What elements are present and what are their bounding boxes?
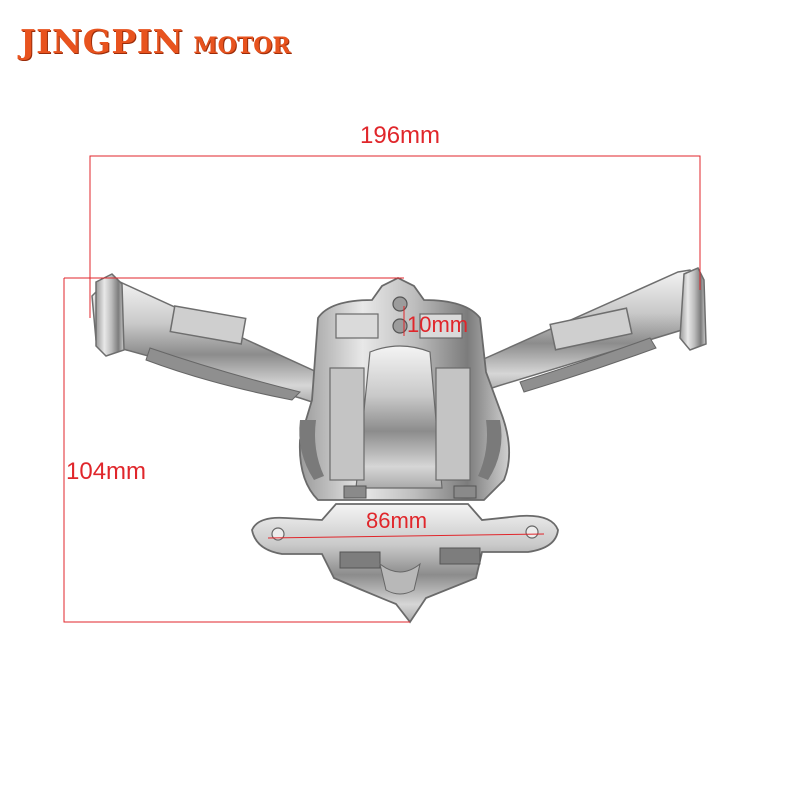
- right-arm: [461, 267, 707, 393]
- hole-dimension-label: 10mm: [407, 312, 469, 337]
- width-dimension-label: 196mm: [360, 122, 441, 149]
- lower-plate: [251, 503, 559, 624]
- brand-name: JINGPIN: [20, 22, 184, 61]
- left-arm: [91, 273, 337, 405]
- height-dimension-label: 104mm: [66, 458, 147, 485]
- dimension-lines: [63, 155, 701, 623]
- brand-suffix: MOTOR: [193, 33, 291, 59]
- center-body: [298, 276, 511, 501]
- brand-logo: JINGPIN MOTOR: [20, 22, 291, 61]
- base-dimension-label: 86mm: [366, 508, 428, 533]
